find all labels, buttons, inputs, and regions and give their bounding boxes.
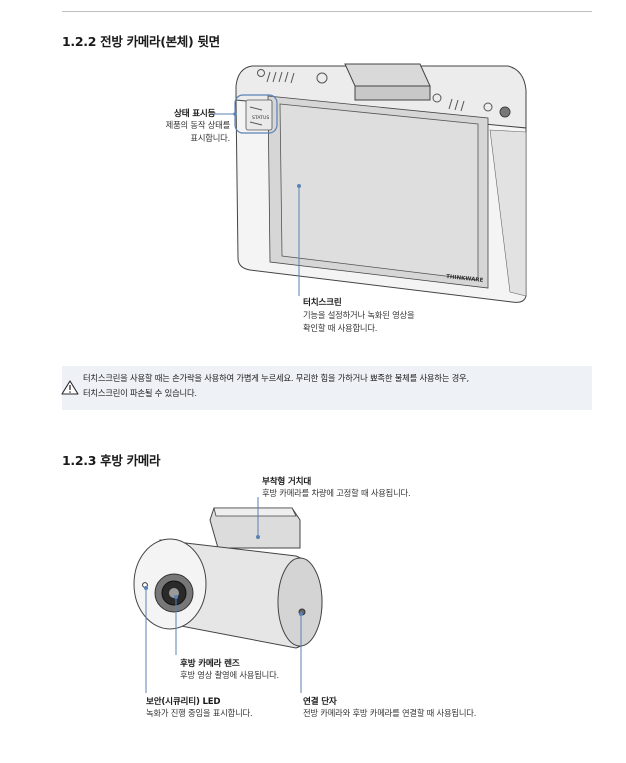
status-led-title: 상태 표시등 xyxy=(174,109,216,119)
mount-desc: 후방 카메라를 차량에 고정할 때 사용됩니다. xyxy=(262,488,411,498)
touchscreen-desc: 기능을 설정하거나 녹화된 영상을 확인할 때 사용합니다. xyxy=(303,310,415,333)
connector-title: 연결 단자 xyxy=(303,697,337,707)
device-status-text: STATUS xyxy=(252,116,270,121)
security-led-title: 보안(시큐리티) LED xyxy=(146,697,221,707)
touchscreen-title: 터치스크린 xyxy=(303,298,342,308)
caution-note xyxy=(62,366,592,410)
security-led-desc: 녹화가 진행 중임을 표시합니다. xyxy=(146,708,253,718)
status-led-desc: 제품의 동작 상태를 표시합니다. xyxy=(165,120,231,143)
top-rule xyxy=(62,11,592,12)
caution-text: 터치스크린을 사용할 때는 손가락을 사용하여 가볍게 누르세요. 무리한 힘을… xyxy=(83,373,469,398)
mount-title: 부착형 거치대 xyxy=(262,477,312,487)
lens-title: 후방 카메라 렌즈 xyxy=(180,659,240,669)
section-title-rear: 1.2.3 후방 카메라 xyxy=(62,453,161,468)
lens-desc: 후방 영상 촬영에 사용됩니다. xyxy=(180,670,279,680)
section-title-front: 1.2.2 전방 카메라(본체) 뒷면 xyxy=(62,34,220,49)
connector-desc: 전방 카메라와 후방 카메라를 연결할 때 사용됩니다. xyxy=(303,708,477,718)
